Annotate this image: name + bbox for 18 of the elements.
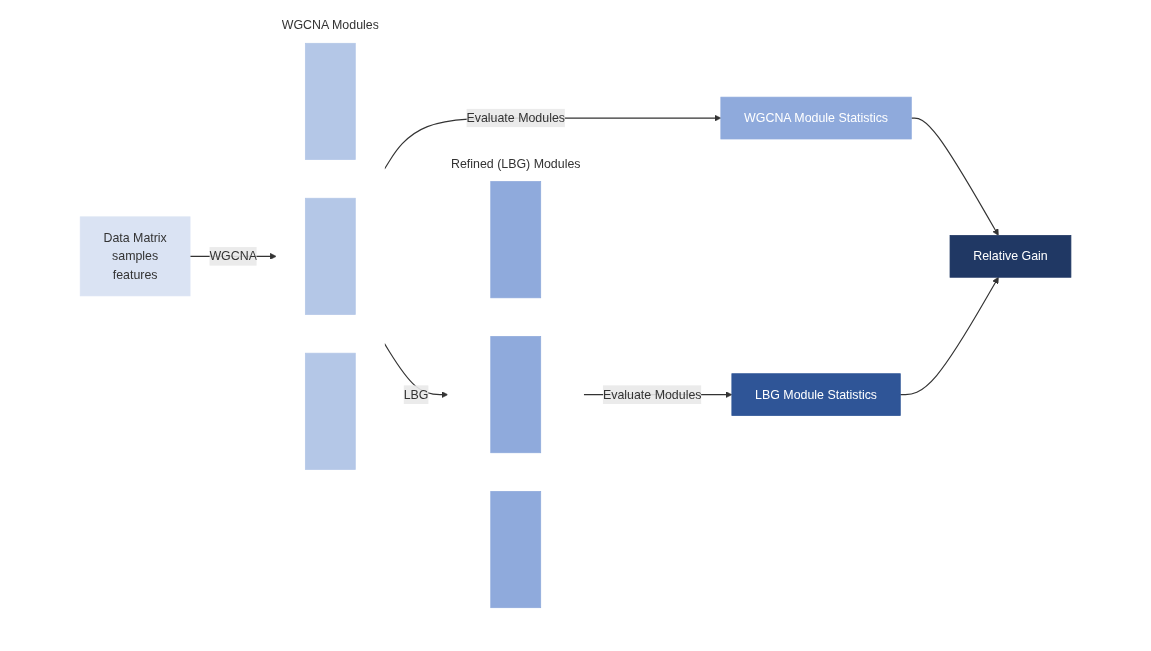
node-bar [304, 352, 356, 470]
node-box: LBG Module Statistics [731, 373, 901, 416]
arrow [910, 117, 999, 236]
node-box: Data Matrix samples features [79, 216, 191, 297]
edge-label: LBG [403, 387, 429, 401]
node-text: WGCNA Modules [281, 18, 379, 32]
edge-label: Evaluate Modules [602, 387, 702, 401]
arrow [899, 276, 999, 396]
edge-label: WGCNA [209, 249, 257, 263]
node-box: Relative Gain [949, 235, 1072, 278]
node-text: Refined (LBG) Modules [450, 156, 581, 170]
node-bar [490, 336, 541, 454]
node-bar [490, 181, 541, 299]
node-bar [304, 42, 356, 160]
node-bar [490, 491, 541, 609]
edge-label: Evaluate Modules [466, 111, 565, 125]
node-box: WGCNA Module Statistics [720, 96, 912, 140]
node-bar [304, 197, 356, 315]
